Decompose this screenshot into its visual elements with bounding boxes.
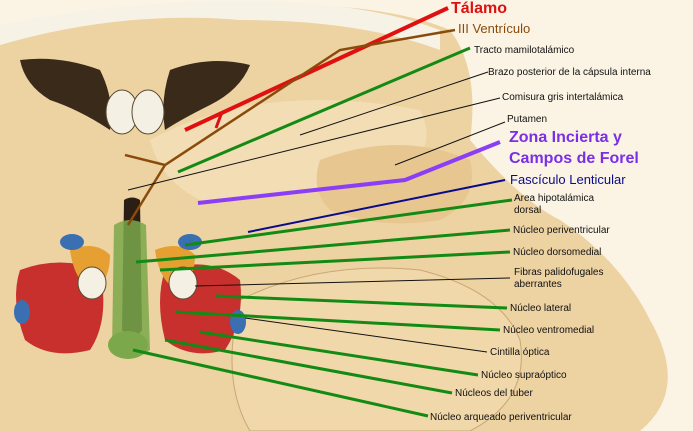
label-area-hipotalamica-1: Area hipotalámica: [514, 193, 595, 204]
label-nucleo-arqueado: Núcleo arqueado periventricular: [430, 412, 572, 423]
optic-tract-blue-right: [230, 310, 246, 334]
mammillothalamic-blue-right: [178, 234, 202, 250]
label-tracto-mamilotalamico: Tracto mamilotalámico: [474, 45, 575, 56]
fibras-leader: [194, 277, 511, 287]
talamo-leader: [184, 6, 449, 132]
brazo-leader: [299, 71, 489, 136]
label-putamen: Putamen: [507, 114, 548, 125]
label-nucleo-lateral: Núcleo lateral: [510, 303, 572, 314]
label-zona-incierta-2: Campos de Forel: [509, 150, 639, 167]
leader-lines: [124, 6, 513, 418]
lateral-leader: [214, 294, 508, 310]
mammillothalamic-blue-left: [60, 234, 84, 250]
tuber-leader: [164, 338, 453, 395]
dorsomedial-leader: [159, 250, 511, 272]
fasciculo-leader: [247, 179, 506, 233]
label-tercer-ventriculo: III Ventrículo: [458, 21, 531, 36]
arqueado-leader: [132, 348, 429, 418]
comisura-leader: [127, 97, 501, 191]
label-nucleos-tuber: Núcleos del tuber: [455, 388, 533, 399]
periventricular-nucleus: [112, 220, 150, 358]
fornix-right: [131, 89, 165, 135]
label-nucleo-ventromedial: Núcleo ventromedial: [503, 325, 595, 336]
label-brazo-posterior: Brazo posterior de la cápsula interna: [488, 67, 651, 78]
tuber-nucleus: [108, 331, 148, 359]
label-fasciculo-lenticular: Fascículo Lenticular: [510, 172, 626, 187]
tercer-ventriculo-down: [126, 164, 167, 226]
tracto-leader: [177, 46, 471, 174]
label-comisura-gris: Comisura gris intertalámica: [502, 92, 624, 103]
lateral-ventricle-right: [163, 61, 250, 130]
putamen-region: [316, 145, 472, 224]
corpus-callosum: [0, 1, 440, 50]
label-area-hipotalamica-2: dorsal: [514, 205, 542, 216]
periventricular-leader: [135, 228, 511, 264]
area-hipotalamica-leader: [184, 198, 513, 247]
fornix-bottom-right: [168, 266, 198, 300]
tercer-ventriculo-leader: [124, 28, 456, 167]
cintilla-leader: [244, 317, 488, 353]
ventromedial-leader: [174, 310, 501, 332]
supraoptico-leader: [199, 330, 479, 377]
lateral-ventricle-left: [20, 58, 112, 130]
label-cintilla-optica: Cintilla óptica: [490, 347, 550, 358]
label-nucleo-supraoptico: Núcleo supraóptico: [481, 370, 567, 381]
fornix-bottom-left: [77, 266, 107, 300]
label-fibras-palidofugales-2: aberrantes: [514, 279, 562, 290]
label-talamo: Tálamo: [451, 0, 508, 17]
temporal-lobe: [231, 267, 522, 431]
label-nucleo-periventricular: Núcleo periventricular: [513, 225, 610, 236]
putamen-leader: [394, 121, 506, 166]
optic-tract-blue-left: [14, 300, 30, 324]
talamo-leader-tick: [214, 111, 224, 129]
label-fibras-palidofugales-1: Fibras palidofugales: [514, 267, 604, 278]
zona-incierta-leader: [197, 140, 501, 205]
label-zona-incierta-1: Zona Incierta y: [509, 129, 622, 146]
label-nucleo-dorsomedial: Núcleo dorsomedial: [513, 247, 602, 258]
